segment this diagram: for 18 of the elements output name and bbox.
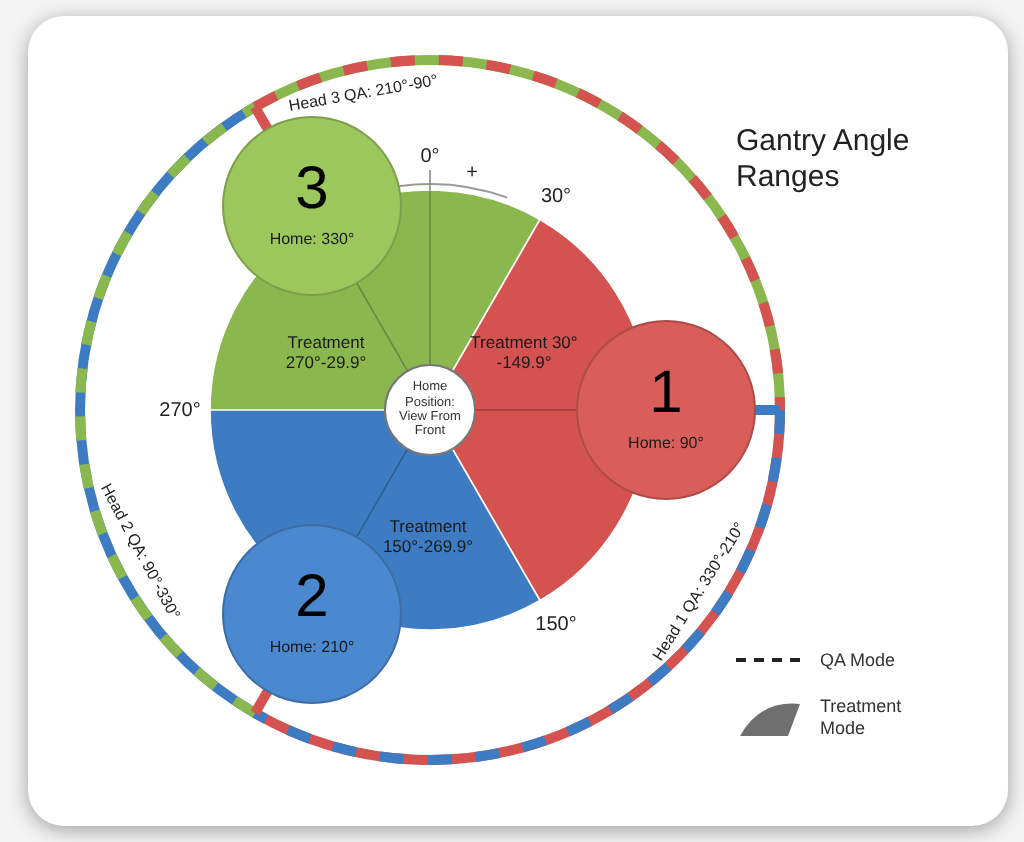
angle-label: 30° [540, 183, 572, 211]
home-angle-label: Home: 90° [628, 432, 704, 456]
angle-label: 270° [159, 397, 201, 425]
head-number: 2 [295, 568, 329, 628]
angle-label: 0° [420, 143, 440, 171]
ring-label: Head 3 QA: 210°-90° [287, 69, 441, 119]
angle-label: 150° [535, 611, 577, 639]
sector-label: Treatment 270°-29.9° [283, 332, 369, 373]
legend-label: QA Mode [820, 650, 898, 672]
diagram-title: Gantry Angle Ranges [736, 124, 912, 196]
sector-label: Treatment 30° -149.9° [468, 332, 580, 373]
head-number: 1 [649, 364, 683, 424]
head-number: 3 [295, 160, 329, 220]
home-angle-label: Home: 210° [269, 636, 355, 660]
home-angle-label: Home: 330° [269, 228, 355, 252]
direction-sign: + [466, 159, 478, 187]
legend-label: Treatment Mode [820, 696, 904, 740]
sector-label: Treatment 150°-269.9° [380, 516, 476, 557]
